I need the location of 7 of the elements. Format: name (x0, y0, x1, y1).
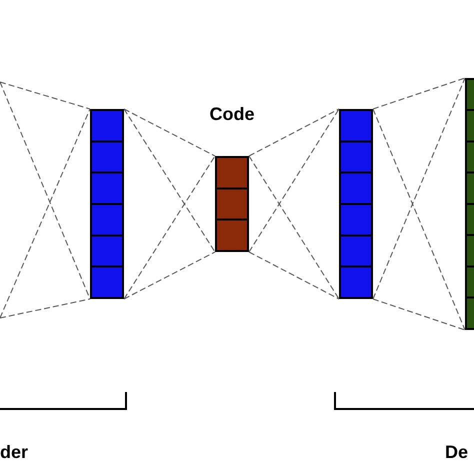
connection-line (0, 82, 90, 318)
connection-line (372, 78, 466, 330)
section-label: De (445, 442, 468, 463)
connection-line (248, 108, 340, 300)
section-label: der (0, 442, 28, 463)
layer-label: Code (210, 104, 254, 125)
connection-line (124, 108, 216, 300)
